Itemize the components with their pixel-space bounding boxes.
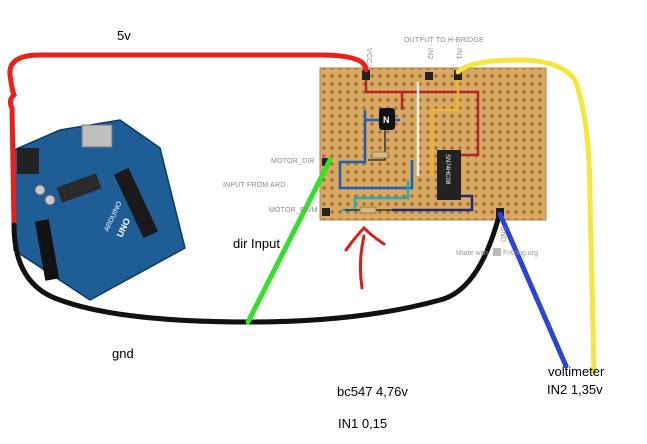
transistor-label: N	[383, 115, 390, 125]
chip	[56, 173, 102, 203]
transistor	[379, 108, 395, 130]
hc08-chip	[437, 150, 461, 200]
label-in2: IN2 1,35v	[547, 382, 603, 397]
label-gnd: gnd	[112, 346, 134, 361]
perfboard: SN74HC08 N	[319, 67, 547, 221]
input-from-ard-label: INPUT FROM ARD	[223, 182, 286, 189]
made-with-label: Made with	[456, 250, 488, 257]
label-bc547: bc547 4,76v	[337, 384, 408, 399]
label-5v: 5v	[117, 28, 131, 43]
arduino-board: ARDUINO UNO	[13, 119, 186, 301]
label-in1: IN1 0,15	[338, 416, 388, 431]
usb-connector	[81, 124, 113, 148]
resistor-pwm	[359, 206, 377, 214]
header-pins	[113, 167, 159, 239]
motor-dir-label: MOTOR_DIR	[271, 158, 315, 165]
trace-red	[364, 80, 480, 157]
output-to-hbridge-label: OUTPUT TO H-BRIDGE	[404, 37, 484, 44]
wire-5v	[7, 52, 369, 228]
label-dir-input: dir Input	[233, 236, 280, 251]
in2-board-label: IN2	[426, 48, 433, 60]
motor-pwm-label: MOTOR_PWM	[269, 207, 318, 214]
resistor-dir	[371, 151, 389, 159]
vcc-label: VCC	[365, 48, 372, 64]
red-arrow	[344, 225, 386, 290]
in1-board-label: IN1	[455, 48, 462, 60]
power-jack	[17, 148, 39, 174]
gnd-board-label: GND	[499, 226, 506, 243]
label-voltimeter: voltimeter	[548, 364, 605, 379]
wire-blue	[497, 211, 569, 369]
trace-yellow	[430, 80, 460, 176]
atmega-chip	[34, 219, 60, 281]
fritzing-logo	[493, 248, 501, 256]
wire-yellow	[455, 57, 597, 375]
fritzing-label: Fritzing.org	[503, 250, 538, 257]
chip-label: SN74HC08	[444, 154, 450, 185]
wire-dir-input	[245, 157, 333, 325]
